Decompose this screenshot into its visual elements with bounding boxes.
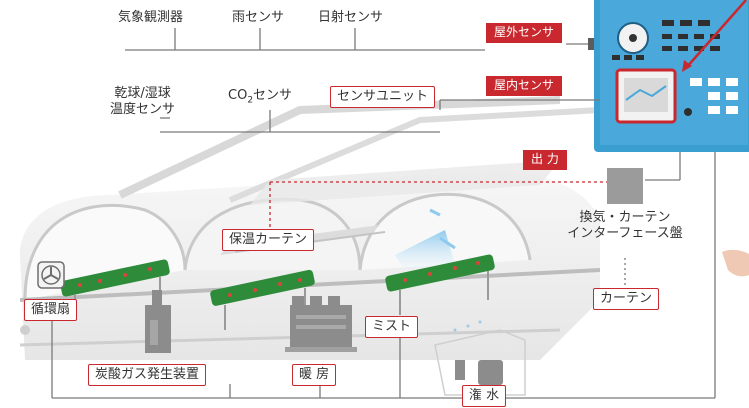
co2-subscript: 2: [247, 95, 254, 106]
interface-line2: インターフェース盤: [567, 225, 683, 241]
connections: [51, 28, 716, 399]
solar-sensor-label: 日射センサ: [318, 10, 384, 25]
circulation-fan-box: 循環扇: [24, 299, 78, 321]
weather-station-label: 気象観測器: [118, 10, 184, 25]
controller: [588, 0, 749, 152]
rain-sensor-label: 雨センサ: [232, 10, 285, 25]
dry-wet-bulb-sensor: 乾球/湿球 温度センサ: [110, 86, 175, 117]
indoor-sensor-tag: 屋内センサ: [486, 76, 563, 96]
heating-box: 暖 房: [292, 364, 337, 386]
hand-graphic: [722, 249, 749, 277]
outdoor-sensor-tag: 屋外センサ: [486, 23, 563, 43]
interface-line1: 換気・カーテン: [579, 210, 671, 225]
co2-suffix: センサ: [253, 88, 293, 103]
interface-panel-box: [607, 168, 643, 204]
dry-wet-bulb-line1: 乾球/湿球: [114, 86, 171, 101]
plant-beds: [60, 254, 495, 330]
dry-wet-bulb-line2: 温度センサ: [110, 101, 176, 117]
sensor-unit-box: センサユニット: [330, 86, 436, 108]
co2-prefix: CO: [228, 88, 248, 103]
mist-box: ミスト: [365, 316, 419, 338]
co2-generator-box: 炭酸ガス発生装置: [88, 364, 207, 386]
co2-sensor-label: CO2センサ: [228, 88, 292, 106]
equipment: [37, 261, 526, 396]
output-tag: 出 力: [523, 150, 567, 170]
irrigation-box: 潅 水: [462, 385, 507, 407]
interface-panel-label: 換気・カーテン インターフェース盤: [565, 210, 685, 241]
thermal-curtain-box: 保温カーテン: [222, 229, 315, 251]
curtain-box: カーテン: [593, 288, 660, 310]
